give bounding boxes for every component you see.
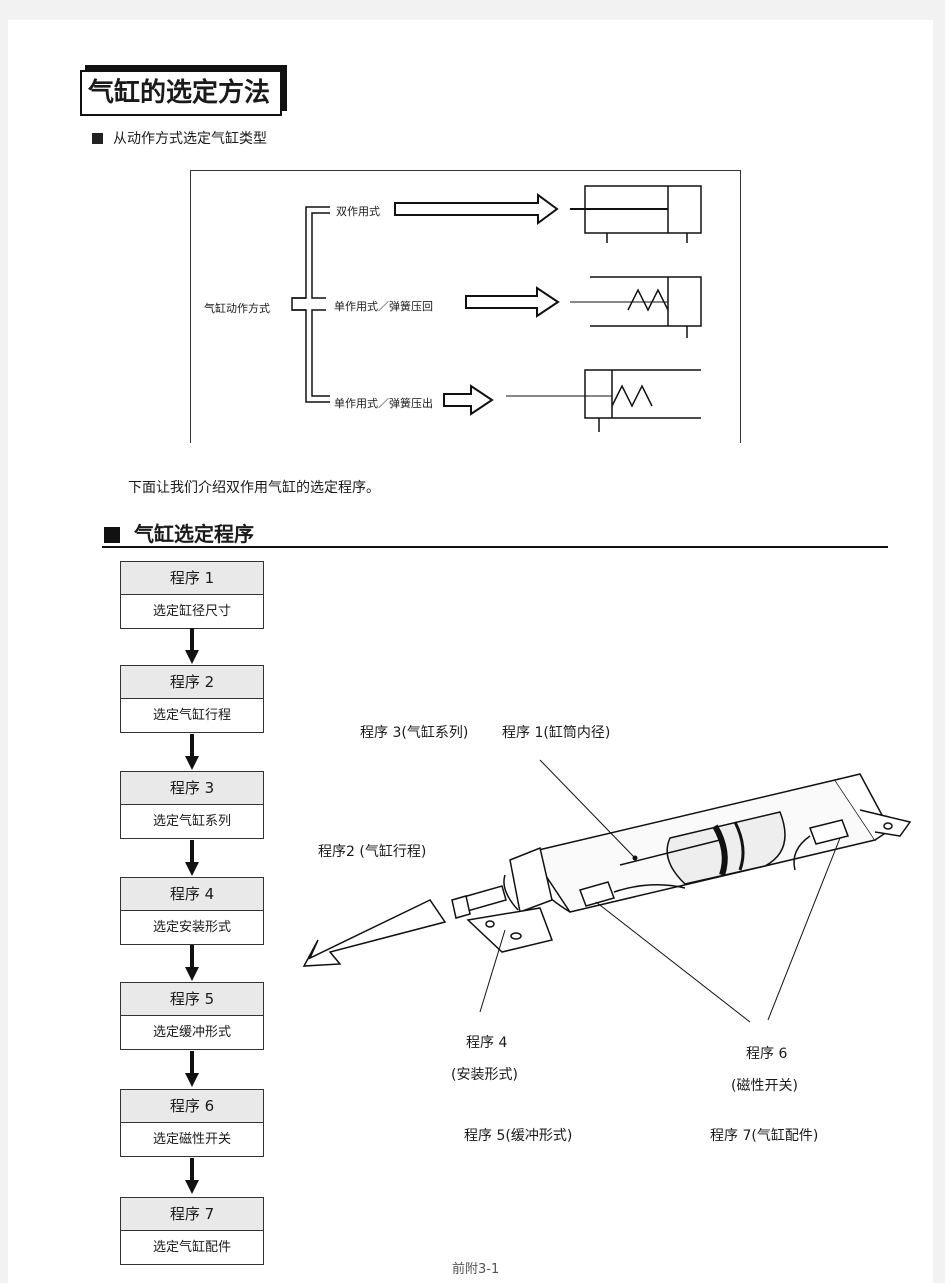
section2-heading: 气缸选定程序 (104, 518, 254, 547)
section1-title: 从动作方式选定气缸类型 (113, 131, 267, 147)
branch-double-acting-label: 双作用式 (336, 205, 380, 218)
arrow-down-icon (185, 1158, 199, 1194)
bracket-icon (291, 206, 330, 403)
intro-text: 下面让我们介绍双作用气缸的选定程序。 (128, 480, 380, 496)
arrow-down-icon (185, 628, 199, 664)
section-divider (102, 546, 888, 548)
step-desc: 选定磁性开关 (152, 1132, 231, 1147)
step-title: 程序 7 (121, 1198, 263, 1231)
step-box-2: 程序 2 选定气缸行程 (120, 665, 264, 733)
step-title: 程序 3 (121, 772, 263, 805)
callout-step1: 程序 1(缸筒内径) (502, 725, 611, 741)
step-box-6: 程序 6 选定磁性开关 (120, 1089, 264, 1157)
stroke-direction-arrow-icon (302, 899, 447, 967)
page (8, 20, 933, 1283)
page-number: 前附3-1 (452, 1262, 500, 1277)
step-desc: 选定气缸行程 (152, 708, 231, 723)
step-title: 程序 4 (121, 878, 263, 911)
step-desc: 选定缓冲形式 (152, 1025, 231, 1040)
step-desc: 选定气缸配件 (152, 1240, 231, 1255)
square-bullet-icon (104, 527, 120, 543)
section1-heading: 从动作方式选定气缸类型 (92, 128, 267, 148)
callout-step4: 程序 4 (466, 1035, 508, 1051)
page-title: 气缸的选定方法 (80, 70, 283, 116)
arrow-down-icon (185, 1051, 199, 1087)
diagram-root-label: 气缸动作方式 (204, 302, 270, 315)
step-box-4: 程序 4 选定安装形式 (120, 877, 264, 945)
action-type-diagram-graphics (291, 185, 702, 432)
arrow-right-icon (394, 193, 560, 416)
step-title: 程序 6 (121, 1090, 263, 1123)
step-title: 程序 1 (121, 562, 263, 595)
cylinder-illustration (302, 759, 912, 1023)
step-desc: 选定缸径尺寸 (152, 604, 231, 619)
arrow-down-icon (185, 734, 199, 770)
callout-step2: 程序2 (气缸行程) (318, 844, 427, 860)
callout-step4-desc: (安装形式) (451, 1067, 518, 1083)
step-box-3: 程序 3 选定气缸系列 (120, 771, 264, 839)
step-box-1: 程序 1 选定缸径尺寸 (120, 561, 264, 629)
callout-step5: 程序 5(缓冲形式) (464, 1128, 573, 1144)
step-box-5: 程序 5 选定缓冲形式 (120, 982, 264, 1050)
branch-spring-extend-label: 单作用式／弹簧压出 (334, 397, 433, 410)
branch-spring-return-label: 单作用式／弹簧压回 (334, 300, 433, 313)
section2-title: 气缸选定程序 (134, 522, 254, 546)
spring-return-cylinder-icon (570, 276, 702, 338)
double-acting-cylinder-icon (570, 185, 702, 243)
arrow-down-icon (185, 840, 199, 876)
callout-step6: 程序 6 (746, 1046, 788, 1062)
arrow-down-icon (185, 945, 199, 981)
step-title: 程序 5 (121, 983, 263, 1016)
step-box-7: 程序 7 选定气缸配件 (120, 1197, 264, 1265)
square-bullet-icon (92, 133, 103, 144)
step-title: 程序 2 (121, 666, 263, 699)
callout-step3: 程序 3(气缸系列) (360, 725, 469, 741)
spring-extend-cylinder-icon (506, 369, 701, 432)
step-desc: 选定气缸系列 (152, 814, 231, 829)
callout-step7: 程序 7(气缸配件) (710, 1128, 819, 1144)
callout-step6-desc: (磁性开关) (731, 1078, 798, 1094)
action-type-diagram (190, 170, 741, 443)
step-desc: 选定安装形式 (152, 920, 231, 935)
